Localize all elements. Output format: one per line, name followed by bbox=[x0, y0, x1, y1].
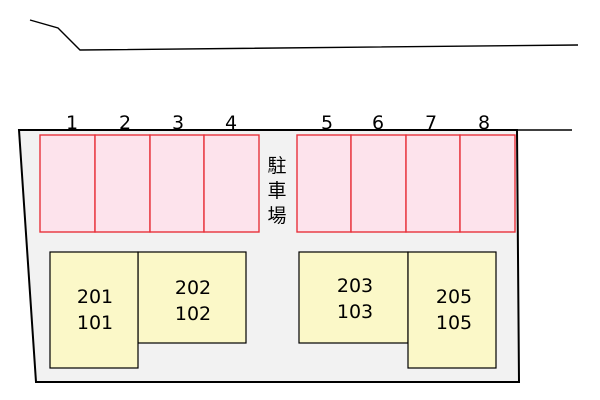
parking-space-number: 7 bbox=[425, 112, 437, 134]
road-line-top bbox=[29, 19, 579, 51]
parking-space bbox=[39, 134, 96, 233]
parking-space bbox=[459, 134, 516, 233]
parking-space-number: 1 bbox=[66, 112, 78, 134]
building-unit-202 bbox=[137, 251, 247, 344]
parking-label-char: 場 bbox=[267, 205, 286, 227]
parking-block-left bbox=[39, 134, 260, 233]
parking-space-number: 3 bbox=[172, 112, 184, 134]
parking-block-right bbox=[296, 134, 516, 233]
building-unit-203 bbox=[298, 251, 409, 344]
unit-number-upper: 203 bbox=[337, 275, 373, 297]
parking-space bbox=[149, 134, 205, 233]
parking-space-number: 4 bbox=[225, 112, 237, 134]
parking-space bbox=[203, 134, 260, 233]
parking-label-char: 車 bbox=[267, 180, 286, 202]
unit-number-upper: 201 bbox=[77, 286, 113, 308]
unit-number-lower: 103 bbox=[337, 301, 373, 323]
parking-space bbox=[296, 134, 352, 233]
building-unit-205 bbox=[407, 251, 497, 369]
parking-space bbox=[405, 134, 461, 233]
parking-space-number: 8 bbox=[478, 112, 490, 134]
parking-label-char: 駐 bbox=[267, 155, 286, 177]
parking-space-number: 5 bbox=[321, 112, 333, 134]
parking-space-number: 2 bbox=[119, 112, 131, 134]
parking-space-number: 6 bbox=[372, 112, 384, 134]
parking-space bbox=[94, 134, 151, 233]
unit-number-lower: 102 bbox=[175, 303, 211, 325]
unit-number-lower: 105 bbox=[436, 312, 472, 334]
unit-number-upper: 202 bbox=[175, 277, 211, 299]
parking-space bbox=[350, 134, 407, 233]
unit-number-lower: 101 bbox=[77, 312, 113, 334]
unit-number-upper: 205 bbox=[436, 286, 472, 308]
building-unit-201 bbox=[49, 251, 139, 369]
